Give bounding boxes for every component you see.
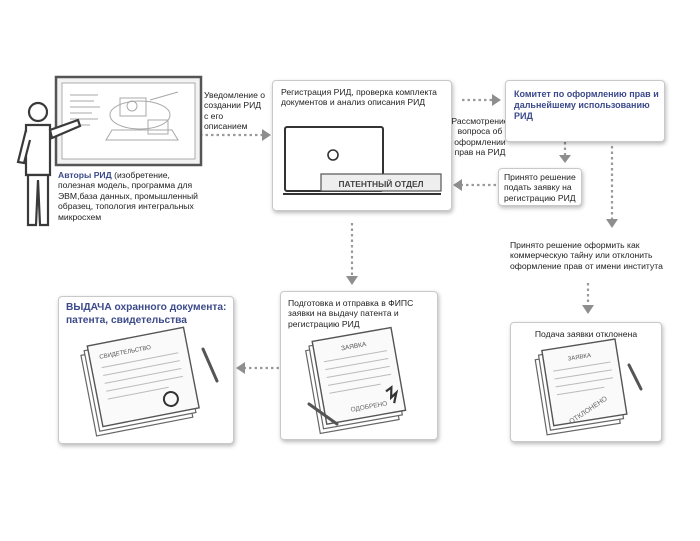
registration-box: Регистрация РИД, проверка комплекта доку…	[272, 80, 452, 211]
pen-icon	[627, 363, 643, 391]
decision-secret-text: Принято решение оформить как коммерческу…	[510, 240, 663, 271]
dept-label: ПАТЕНТНЫЙ ОТДЕЛ	[338, 179, 424, 189]
committee-box: Комитет по оформлению прав и дальнейшему…	[505, 80, 665, 142]
authors-body: (изобретение, полезная модель, программа…	[58, 170, 198, 222]
rejected-doc-title: ЗАЯВКА	[567, 353, 591, 363]
arrow-head	[559, 155, 571, 163]
review-text: Рассмотрение вопроса об оформлении прав …	[451, 116, 509, 158]
authors-title: Авторы РИД	[58, 170, 112, 180]
application-icon: ЗАЯВКА ОДОБРЕНО	[305, 326, 407, 435]
rejected-box: Подача заявки отклонена ЗАЯВКА ОТКЛОНЕНО	[510, 322, 662, 442]
application-icon: ЗАЯВКА ОТКЛОНЕНО	[534, 338, 643, 436]
authors-text: Авторы РИД (изобретение, полезная модель…	[58, 170, 208, 222]
committee-text: Комитет по оформлению прав и дальнейшему…	[514, 89, 659, 121]
whiteboard-sketch	[70, 91, 179, 141]
issue-title: ВЫДАЧА охранного документа: патента, сви…	[66, 302, 227, 326]
arrow-head	[346, 276, 358, 285]
seal-icon	[162, 391, 179, 408]
prepare-doc-title: ЗАЯВКА	[341, 341, 368, 352]
decision-apply-text: Принято решение подать заявку на регистр…	[504, 172, 576, 203]
arrow-head	[236, 362, 245, 374]
person	[16, 101, 82, 227]
certificate-icon: СВИДЕТЕЛЬСТВО	[80, 326, 219, 437]
arrow-head	[492, 94, 501, 106]
decision-apply-box: Принято решение подать заявку на регистр…	[498, 168, 582, 206]
arrow-head	[582, 305, 594, 314]
rejected-text: Подача заявки отклонена	[534, 329, 638, 339]
arrow-head	[262, 129, 271, 141]
arrow-head	[453, 179, 462, 191]
monitor-icon	[283, 126, 442, 195]
notify-text: Уведомление о создании РИД с его описани…	[204, 90, 266, 132]
registration-text: Регистрация РИД, проверка комплекта доку…	[281, 87, 437, 108]
arrow-head	[606, 219, 618, 228]
pen-icon	[307, 402, 339, 426]
prepare-box: Подготовка и отправка в ФИПС заявки на в…	[280, 291, 438, 440]
issue-box: ВЫДАЧА охранного документа: патента, сви…	[58, 296, 234, 444]
prepare-text: Подготовка и отправка в ФИПС заявки на в…	[288, 298, 414, 329]
pen-icon	[201, 347, 219, 383]
